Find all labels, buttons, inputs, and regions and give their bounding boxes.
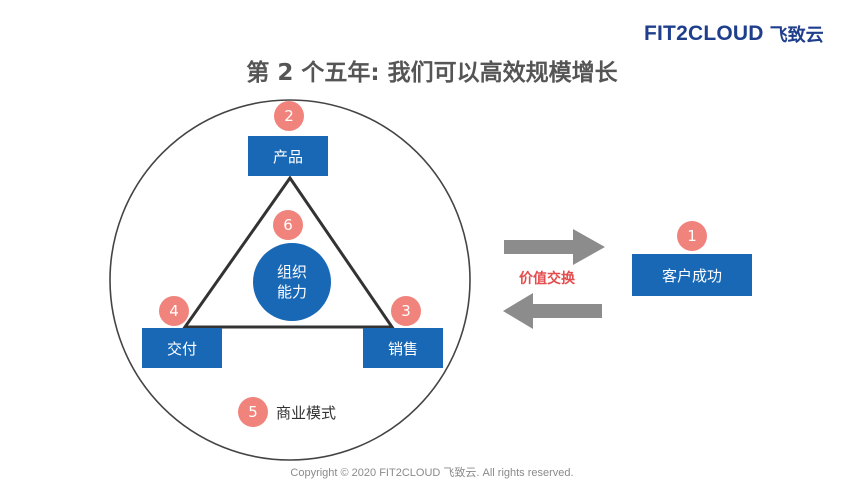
customer-success-box: 客户成功 bbox=[632, 254, 752, 296]
business-model-circle bbox=[109, 99, 471, 461]
badge-customer-success: 1 bbox=[677, 221, 707, 251]
org-capability-line1: 组织 bbox=[276, 263, 307, 281]
logo-text-en: FIT2CLOUD bbox=[644, 22, 764, 45]
value-exchange-label: 价值交换 bbox=[519, 271, 575, 287]
badge-delivery: 4 bbox=[159, 296, 189, 326]
page-title: 第 2 个五年: 我们可以高效规模增长 bbox=[246, 60, 618, 86]
fit2cloud-logo: FIT2CLOUD 飞致云 bbox=[644, 20, 824, 48]
arrow-right-icon bbox=[504, 229, 605, 265]
product-box: 产品 bbox=[248, 136, 328, 176]
org-capability-line2: 能力 bbox=[276, 283, 307, 301]
copyright-text: Copyright © 2020 FIT2CLOUD 飞致云. All righ… bbox=[290, 467, 574, 479]
delivery-box: 交付 bbox=[142, 328, 222, 368]
badge-business-model: 5 bbox=[238, 397, 268, 427]
arrow-left-icon bbox=[503, 293, 602, 329]
badge-sales: 3 bbox=[391, 296, 421, 326]
badge-product: 2 bbox=[274, 101, 304, 131]
triangle-outline bbox=[182, 175, 395, 329]
badge-core: 6 bbox=[273, 210, 303, 240]
logo-text-cn: 飞致云 bbox=[769, 25, 824, 46]
org-capability-circle: 组织 能力 bbox=[253, 243, 331, 321]
sales-box: 销售 bbox=[363, 328, 443, 368]
business-model-label: 商业模式 bbox=[276, 404, 337, 422]
